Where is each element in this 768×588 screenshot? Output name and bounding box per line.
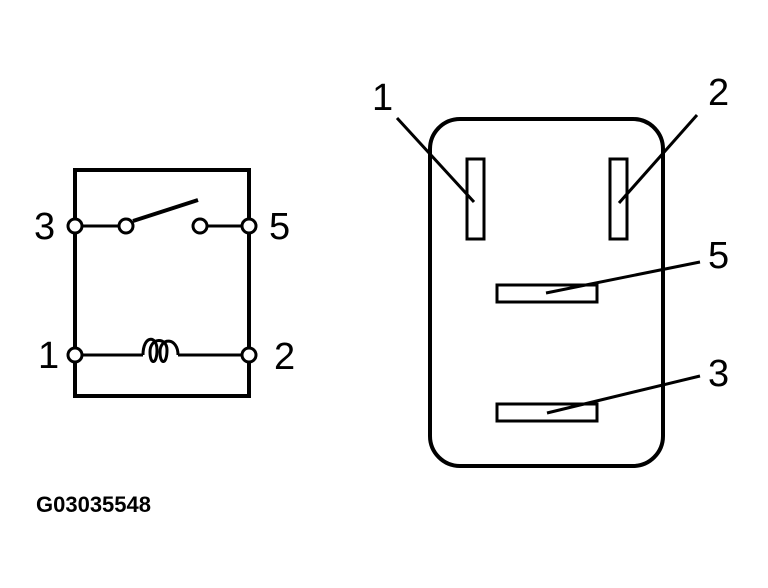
switch-arm bbox=[132, 198, 199, 223]
terminal-label-2: 2 bbox=[274, 336, 295, 378]
relay-body bbox=[73, 168, 251, 398]
relay-schematic: 3 5 1 2 bbox=[34, 168, 295, 398]
connector-view: 1 2 5 3 bbox=[372, 72, 729, 468]
terminal-2 bbox=[240, 346, 258, 364]
switch-contact-right bbox=[191, 217, 209, 235]
connector-body bbox=[428, 117, 665, 468]
pin-label-2: 2 bbox=[708, 72, 729, 114]
pin-1-blade bbox=[465, 157, 486, 241]
leader-2 bbox=[617, 114, 699, 204]
figure-code: G03035548 bbox=[36, 492, 151, 517]
coil-symbol bbox=[141, 337, 180, 363]
terminal-3 bbox=[66, 217, 84, 235]
leader-5 bbox=[545, 260, 701, 295]
terminal-label-5: 5 bbox=[269, 206, 290, 248]
terminal-label-1: 1 bbox=[38, 335, 59, 377]
pin-label-1: 1 bbox=[372, 77, 393, 119]
leader-1 bbox=[395, 116, 476, 204]
switch-contact-left bbox=[117, 217, 135, 235]
leader-3 bbox=[546, 374, 701, 415]
pin-label-3: 3 bbox=[708, 353, 729, 395]
pin-2-blade bbox=[608, 157, 629, 241]
terminal-1 bbox=[66, 346, 84, 364]
pin-label-5: 5 bbox=[708, 235, 729, 277]
terminal-label-3: 3 bbox=[34, 206, 55, 248]
terminal-5 bbox=[240, 217, 258, 235]
